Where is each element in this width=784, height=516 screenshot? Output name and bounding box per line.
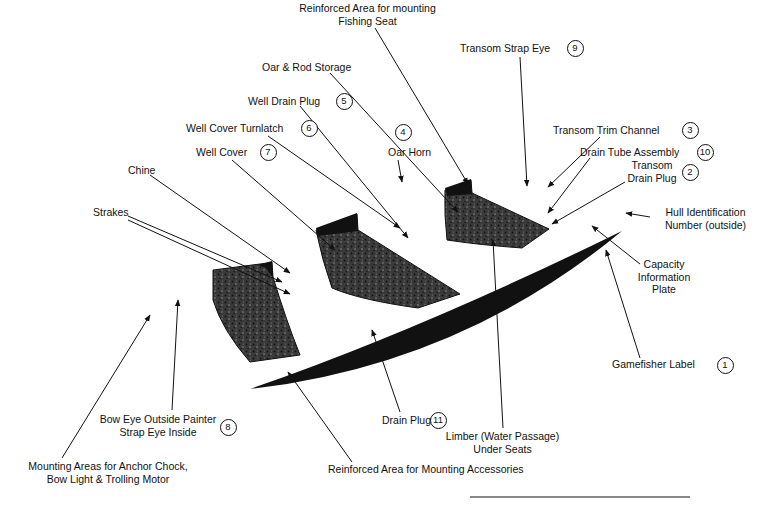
part-label: Well Cover xyxy=(196,146,247,159)
callout-circle: 2 xyxy=(682,164,699,181)
stern-seat xyxy=(445,180,549,248)
callout-circle: 3 xyxy=(682,122,699,139)
callout-circle: 7 xyxy=(260,144,277,161)
leader-line xyxy=(150,175,290,273)
part-label: Gamefisher Label xyxy=(612,358,695,371)
callout-number: 6 xyxy=(306,123,311,133)
leader-line xyxy=(493,240,503,428)
part-label: Reinforced Area for Mounting Accessories xyxy=(328,463,524,476)
middle-seat-lip xyxy=(316,213,358,236)
middle-seat xyxy=(316,214,460,308)
leader-lines xyxy=(62,28,650,462)
bow-seat xyxy=(213,262,300,362)
callout-number: 3 xyxy=(687,125,692,135)
callout-circle: 6 xyxy=(301,120,318,137)
part-label: Strakes xyxy=(93,206,129,219)
seat-shapes xyxy=(213,179,549,362)
part-label: Transom Trim Channel xyxy=(553,124,659,137)
leader-line xyxy=(128,220,290,294)
part-label: Hull Identification Number (outside) xyxy=(648,206,763,231)
part-label: Drain Tube Assembly xyxy=(580,146,679,159)
leader-line xyxy=(398,160,402,182)
gunwale xyxy=(250,231,622,389)
leader-line xyxy=(268,136,400,228)
leader-line xyxy=(300,106,408,238)
callout-circle: 11 xyxy=(430,412,447,429)
callout-number: 4 xyxy=(400,127,405,137)
callout-number: 9 xyxy=(572,43,577,53)
leader-line xyxy=(548,158,590,213)
part-label: Limber (Water Passage) Under Seats xyxy=(440,430,565,455)
callout-circle: 9 xyxy=(567,40,584,57)
callout-circle: 8 xyxy=(220,419,237,436)
callout-number: 7 xyxy=(265,147,270,157)
callout-circle: 10 xyxy=(697,144,714,161)
leader-line xyxy=(606,250,640,358)
leader-line xyxy=(172,300,178,410)
callout-number: 2 xyxy=(687,167,692,177)
leader-line xyxy=(232,160,335,250)
callout-circle: 1 xyxy=(717,357,734,374)
leader-line xyxy=(288,372,352,462)
leader-line xyxy=(552,182,625,224)
part-label: Transom Drain Plug xyxy=(622,159,682,184)
part-label: Oar & Rod Storage xyxy=(262,61,351,74)
part-label: Bow Eye Outside Painter Strap Eye Inside xyxy=(96,413,220,438)
part-label: Oar Horn xyxy=(388,146,431,159)
part-label: Transom Strap Eye xyxy=(460,42,550,55)
part-label: Mounting Areas for Anchor Chock, Bow Lig… xyxy=(18,460,198,485)
part-label: Well Drain Plug xyxy=(248,95,320,108)
leader-line xyxy=(626,213,650,217)
part-label: Capacity Information Plate xyxy=(628,258,700,296)
leader-line xyxy=(330,73,458,212)
callout-number: 8 xyxy=(225,422,230,432)
callout-circle: 4 xyxy=(395,124,412,141)
callout-number: 1 xyxy=(722,360,727,370)
part-label: Drain Plug xyxy=(382,414,431,427)
callout-number: 5 xyxy=(341,96,346,106)
part-label: Reinforced Area for mounting Fishing Sea… xyxy=(290,2,445,27)
leader-line xyxy=(592,226,640,264)
part-label: Well Cover Turnlatch xyxy=(186,122,283,135)
leader-line xyxy=(375,28,468,184)
part-label: Chine xyxy=(128,164,155,177)
rule-line xyxy=(470,497,690,498)
callout-number: 11 xyxy=(433,415,443,425)
leader-line xyxy=(372,330,400,412)
callout-circle: 5 xyxy=(336,93,353,110)
callout-number: 10 xyxy=(700,147,711,157)
leader-line xyxy=(128,216,282,282)
stern-seat-lip xyxy=(445,179,472,196)
leader-line xyxy=(520,57,527,186)
